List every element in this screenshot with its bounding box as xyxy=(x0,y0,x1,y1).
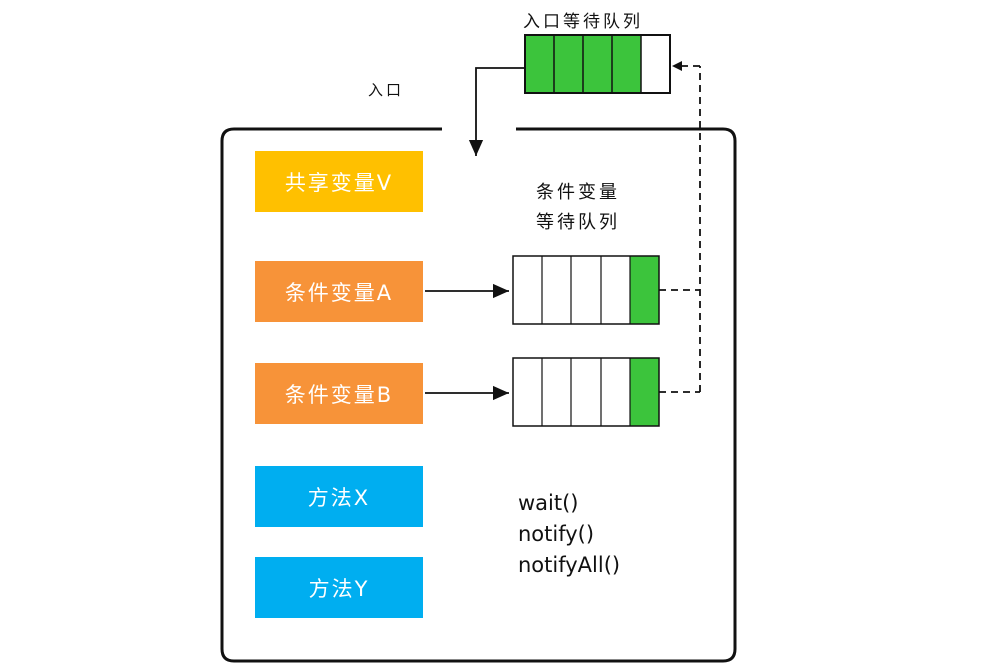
entry-arrow xyxy=(468,67,525,156)
condition-variable-b-box: 条件变量B xyxy=(255,363,423,424)
entry-label: 入口 xyxy=(368,81,405,99)
method-y-box: 方法Y xyxy=(255,557,423,618)
monitor-boundary xyxy=(220,127,737,663)
condition-b-queue xyxy=(512,357,660,427)
entry-queue-title: 入口等待队列 xyxy=(523,12,643,32)
condition-queue-title: 条件变量 等待队列 xyxy=(536,178,620,238)
method-list: wait() notify() notifyAll() xyxy=(518,488,620,581)
condition-a-queue xyxy=(512,255,660,325)
method-notify: notify() xyxy=(518,522,595,546)
condition-queue-title-line2: 等待队列 xyxy=(536,212,620,233)
dashed-return-path xyxy=(659,65,701,393)
method-wait: wait() xyxy=(518,491,579,515)
shared-variable-box: 共享变量V xyxy=(255,151,423,212)
condition-queue-title-line1: 条件变量 xyxy=(536,182,620,203)
entry-waiting-queue xyxy=(524,34,671,94)
condition-variable-a-box: 条件变量A xyxy=(255,261,423,322)
return-arrowhead xyxy=(672,61,682,71)
method-x-box: 方法X xyxy=(255,466,423,527)
method-notify-all: notifyAll() xyxy=(518,553,621,577)
